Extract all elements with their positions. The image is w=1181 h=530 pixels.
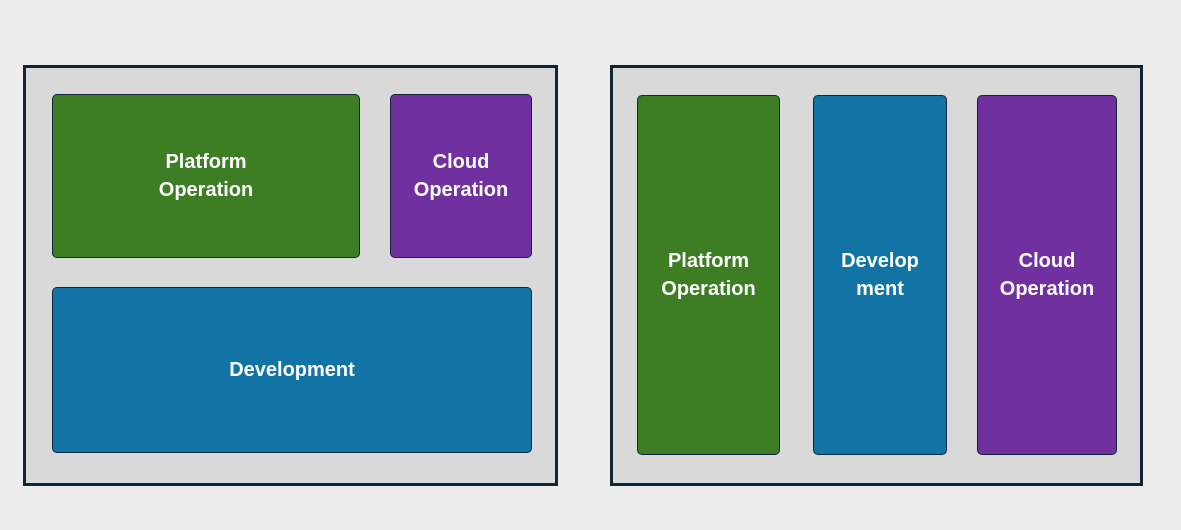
right-platform-operation-box: Platform Operation	[637, 95, 780, 455]
box-label-line: Operation	[999, 278, 1095, 300]
right-group-container: Platform Operation Develop ment Cloud Op…	[610, 65, 1143, 486]
right-development-box: Develop ment	[813, 95, 947, 455]
box-label-line: Cloud	[432, 150, 490, 173]
box-label-line: Platform	[667, 249, 750, 272]
box-label-line: Operation	[158, 179, 254, 201]
box-label-line: Platform	[165, 150, 247, 173]
box-label-line: Operation	[413, 179, 509, 201]
box-label-line: Develop	[841, 249, 919, 272]
left-platform-operation-box: Platform Operation	[52, 94, 360, 258]
left-group-container: Platform Operation Cloud Operation Devel…	[23, 65, 558, 486]
box-label-line: Development	[229, 358, 355, 381]
box-label-line: ment	[856, 278, 904, 300]
box-label-line: Cloud	[1018, 249, 1076, 272]
right-cloud-operation-box: Cloud Operation	[977, 95, 1117, 455]
box-label-line: Operation	[661, 278, 756, 300]
left-cloud-operation-box: Cloud Operation	[390, 94, 532, 258]
left-development-box: Development	[52, 287, 532, 453]
